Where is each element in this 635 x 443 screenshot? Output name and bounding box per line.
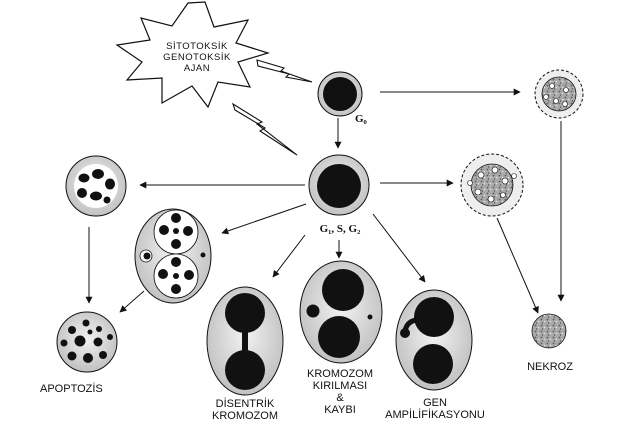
- lightning-bolt-icon: [231, 102, 298, 156]
- necrosis-label: NEKROZ: [527, 361, 573, 373]
- dicentric-cell: [206, 286, 284, 396]
- arrow-swollen-to-necrosis: [496, 217, 539, 314]
- arrow-cycle-to-amplification: [372, 213, 426, 283]
- lightning-bolt-icon: [256, 59, 313, 83]
- agent-label: SİTOTOKSİK GENOTOKSİK AJAN: [163, 41, 231, 74]
- swollen-necrotic-cell: [460, 153, 524, 217]
- necrotic-g0-cell: [534, 69, 584, 119]
- arrow-binucleated-to-apoptosis: [119, 290, 145, 313]
- necrosis-cell: [531, 313, 567, 349]
- apoptotic-cell: [65, 155, 127, 217]
- apoptosis-cell: [56, 311, 118, 373]
- agent-starburst: [115, 1, 271, 109]
- g0-cell: [317, 71, 363, 117]
- arrow-cycle-to-dicentric: [272, 234, 306, 278]
- arrows: [85, 88, 565, 314]
- chromosome-loss-label: KROMOZOM KIRILMASI & KAYBI: [307, 368, 373, 416]
- cycle-cell: [308, 154, 370, 216]
- binucleated-cell: [134, 208, 212, 304]
- apoptosis-label: APOPTOZİS: [40, 383, 103, 395]
- arrow-cycle-to-binucleated: [221, 203, 307, 235]
- gene-amplification-label: GEN AMPİLİFİKASYONU: [385, 397, 485, 421]
- chromosome-breakage-cell: [299, 260, 383, 364]
- g0-phase-label: G₀: [355, 113, 367, 125]
- dicentric-label: DİSENTRİK KROMOZOM: [212, 398, 278, 422]
- gene-amplification-cell: [395, 289, 473, 391]
- cycle-phase-label: G₁, S, G₂: [319, 223, 361, 235]
